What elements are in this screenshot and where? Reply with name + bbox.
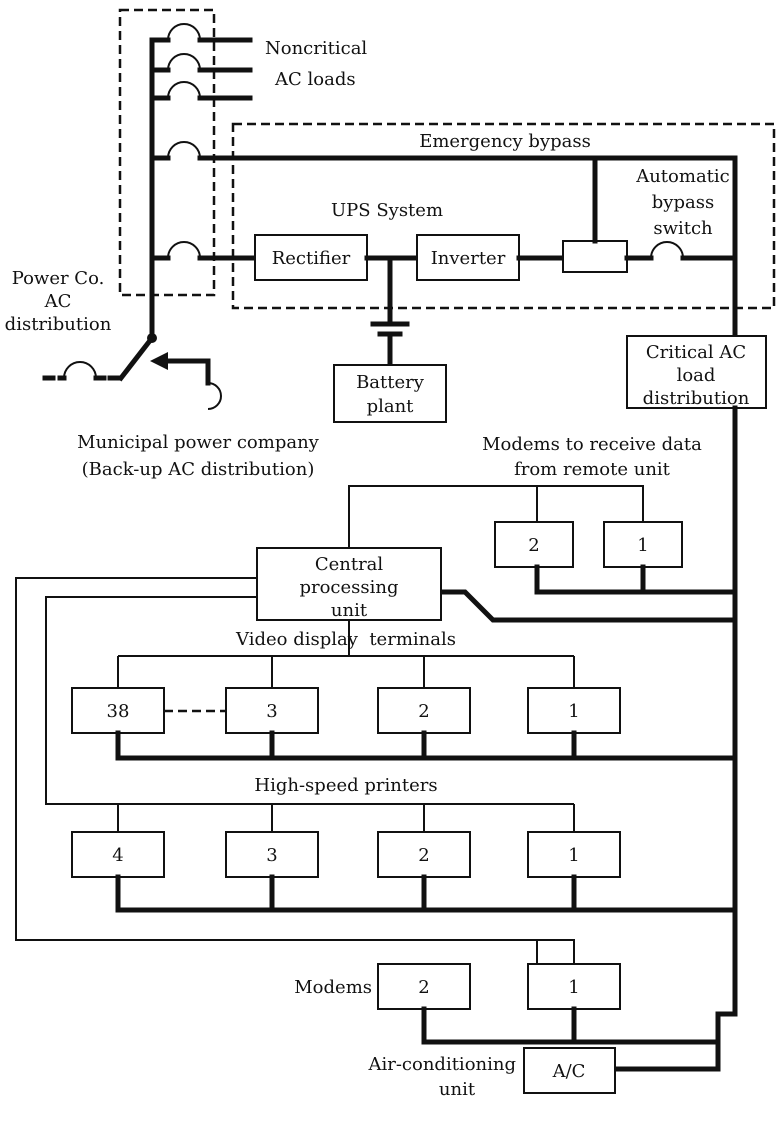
backup-breaker xyxy=(207,382,222,410)
vdt-2-label: 2 xyxy=(418,701,429,722)
ups-feeder-breaker xyxy=(167,241,201,259)
cpu-to-printers-data-line xyxy=(45,596,257,832)
vdt-3-box xyxy=(225,687,319,734)
vdt-1-box xyxy=(527,687,621,734)
transfer-switch-blade xyxy=(117,334,156,382)
battery-label-2: plant xyxy=(367,396,415,417)
remote-modem-1-label: 1 xyxy=(637,535,648,556)
critical-label-2: load xyxy=(677,365,716,386)
ac-unit-label: A/C xyxy=(552,1061,586,1082)
battery-symbol xyxy=(370,321,410,368)
cpu-label-1: Central xyxy=(315,554,384,575)
printers-label: High-speed printers xyxy=(254,775,437,796)
noncritical-label-1: Noncritical xyxy=(265,38,367,59)
printer-2-label: 2 xyxy=(418,845,429,866)
cpu-power-line xyxy=(438,589,738,623)
ac-unit-box xyxy=(523,1047,616,1094)
power-co-label-2: AC xyxy=(44,291,72,312)
aircon-label-1: Air-conditioning xyxy=(367,1054,516,1075)
backup-arrowhead xyxy=(150,352,168,370)
vdt-power-line xyxy=(115,730,738,761)
modems-power-line xyxy=(421,1006,721,1045)
modem-1-label: 1 xyxy=(568,977,579,998)
inverter-box xyxy=(416,234,520,281)
modems-remote-label-2: from remote unit xyxy=(514,459,671,480)
modem-1-box xyxy=(527,963,621,1010)
auto-switch-label-3: switch xyxy=(653,218,713,239)
remote-modems-power-line xyxy=(534,564,738,595)
printer-data-bus xyxy=(118,803,575,832)
emergency-bypass-breaker xyxy=(167,141,201,159)
municipal-label-2: (Back-up AC distribution) xyxy=(82,459,315,480)
power-co-label-3: distribution xyxy=(5,314,112,335)
modem-2-label: 2 xyxy=(418,977,429,998)
aircon-label-2: unit xyxy=(439,1079,476,1100)
remote-modem-1-box xyxy=(603,521,683,568)
inverter-label: Inverter xyxy=(431,248,506,269)
vdt-3-label: 3 xyxy=(266,701,277,722)
critical-load-box xyxy=(626,335,767,409)
cpu-label-3: unit xyxy=(331,600,368,621)
vdt-data-bus xyxy=(117,655,575,688)
vdt-38-box xyxy=(71,687,165,734)
cpu-box xyxy=(256,547,442,621)
printer-4-label: 4 xyxy=(112,845,123,866)
video-terminals-label: Video display terminals xyxy=(235,629,456,650)
battery-plant-box xyxy=(333,364,447,423)
power-co-label-1: Power Co. xyxy=(12,268,105,289)
printer-4-box xyxy=(71,831,165,878)
critical-ac-bus xyxy=(612,405,738,1072)
auto-switch-label-2: bypass xyxy=(652,192,714,213)
rectifier-box xyxy=(254,234,368,281)
emergency-bypass-label: Emergency bypass xyxy=(419,131,591,152)
ups-system-label: UPS System xyxy=(331,200,443,221)
vdt-38-label: 38 xyxy=(107,701,130,722)
emergency-bypass-line xyxy=(149,155,738,339)
auto-switch-label-1: Automatic xyxy=(635,166,730,187)
backup-feed-line xyxy=(161,358,211,386)
auto-bypass-breaker xyxy=(650,241,684,259)
vdt-2-box xyxy=(377,687,471,734)
remote-modem-2-box xyxy=(494,521,574,568)
vdt-1-label: 1 xyxy=(568,701,579,722)
cpu-to-modems-data-line xyxy=(15,577,538,964)
printer-1-box xyxy=(527,831,621,878)
battery-label-1: Battery xyxy=(356,372,425,393)
power-co-breaker xyxy=(63,361,97,379)
critical-label-3: distribution xyxy=(643,388,750,409)
modems-data-bus xyxy=(537,939,575,964)
critical-label-1: Critical AC xyxy=(646,342,746,363)
ups-system-boundary xyxy=(231,122,776,310)
noncritical-feeders xyxy=(149,23,253,101)
cpu-label-2: processing xyxy=(299,577,398,598)
bypass-switch-box xyxy=(562,240,628,273)
noncritical-label-2: AC loads xyxy=(274,69,356,90)
printer-power-line xyxy=(115,874,738,913)
remote-modem-2-label: 2 xyxy=(528,535,539,556)
printer-1-label: 1 xyxy=(568,845,579,866)
modems-label: Modems xyxy=(294,977,372,998)
rectifier-label: Rectifier xyxy=(272,248,351,269)
printer-3-label: 3 xyxy=(266,845,277,866)
remote-modems-data-line xyxy=(348,485,644,548)
municipal-label-1: Municipal power company xyxy=(77,432,320,453)
modems-remote-label-1: Modems to receive data xyxy=(482,434,702,455)
noncritical-panel-boundary xyxy=(118,8,216,297)
